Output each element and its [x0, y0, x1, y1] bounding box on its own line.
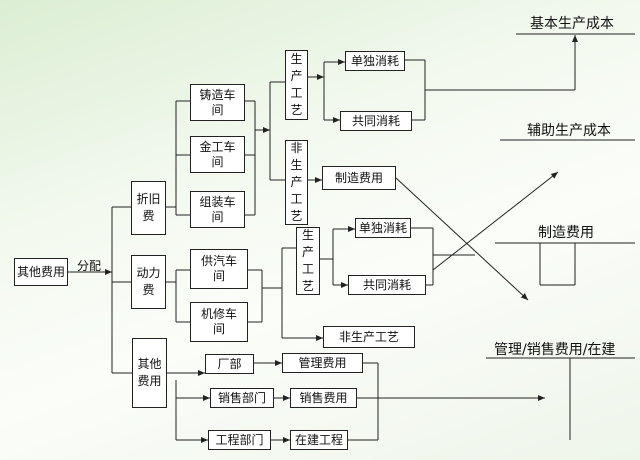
- manufacturing-expense-box: 制造费用: [322, 166, 396, 190]
- casting-workshop-box: 铸造车间: [190, 84, 245, 121]
- sales-expense-box: 销售费用: [290, 388, 357, 408]
- depreciation-box: 折旧费: [131, 181, 166, 235]
- nonproduction-process-top-box: 非生产工艺: [285, 140, 308, 225]
- other-cost-box: 其他费用: [132, 338, 167, 408]
- allocation-label: 分配: [77, 259, 102, 273]
- production-process-mid-box: 生产工艺: [296, 227, 320, 295]
- construction-in-progress-box: 在建工程: [290, 430, 348, 450]
- power-cost-box: 动力费: [131, 255, 166, 309]
- management-expense-box: 管理费用: [282, 353, 363, 373]
- nonproduction-process-mid-box: 非生产工艺: [323, 326, 415, 348]
- steam-workshop-box: 供汽车间: [190, 249, 248, 289]
- single-consumption-mid-box: 单独消耗: [355, 218, 411, 238]
- sales-department-box: 销售部门: [210, 388, 274, 408]
- other-expenses-root-box: 其他费用: [14, 258, 68, 286]
- basic-production-cost-label: 基本生产成本: [530, 16, 614, 32]
- engineering-department-box: 工程部门: [208, 430, 271, 450]
- assembly-workshop-box: 组装车间: [190, 191, 245, 228]
- period-expenses-label: 管理/销售费用/在建: [494, 342, 616, 358]
- single-consumption-top-box: 单独消耗: [345, 51, 405, 71]
- manufacturing-overhead-label: 制造费用: [538, 225, 594, 241]
- production-process-top-box: 生产工艺: [285, 50, 308, 120]
- auxiliary-production-cost-label: 辅助生产成本: [527, 123, 611, 139]
- joint-consumption-mid-box: 共同消耗: [348, 275, 426, 295]
- factory-office-box: 厂部: [205, 354, 254, 374]
- repair-workshop-box: 机修车间: [190, 302, 248, 342]
- metalwork-workshop-box: 金工车间: [190, 136, 245, 173]
- joint-consumption-top-box: 共同消耗: [340, 111, 412, 131]
